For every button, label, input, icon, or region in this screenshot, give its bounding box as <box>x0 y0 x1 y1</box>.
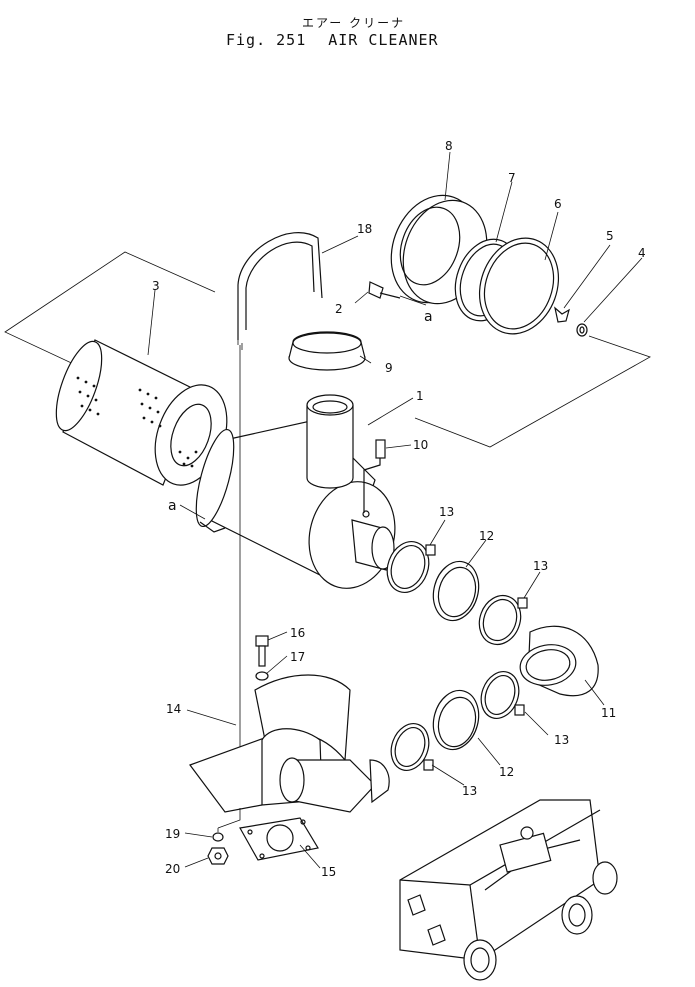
filter-element-bracket <box>4 251 216 389</box>
cover-bracket <box>414 335 651 448</box>
callout-17: 17 <box>290 650 305 664</box>
lower-right-clamp-part <box>480 671 525 719</box>
callout-20: 20 <box>165 862 180 876</box>
bolt-part <box>255 635 269 667</box>
dust-indicator-part <box>363 439 386 513</box>
callout-12-upper: 12 <box>479 529 494 543</box>
callout-a-right: a <box>424 309 433 325</box>
upper-clamp-part <box>386 541 436 593</box>
lower-clamp-part <box>390 723 434 771</box>
figure-title: Fig. 251 AIR CLEANER <box>226 31 439 49</box>
callout-3: 3 <box>152 279 160 293</box>
callout-8: 8 <box>445 139 453 153</box>
upper-hose-part <box>432 560 480 622</box>
lower-hose-part <box>432 689 480 751</box>
elbow-hose-part <box>519 625 599 697</box>
band-part <box>478 237 560 335</box>
callout-2: 2 <box>335 302 343 316</box>
leader-lines <box>147 151 643 869</box>
callout-13-lower-left: 13 <box>462 784 477 798</box>
mounting-bracket-part <box>189 674 390 813</box>
callout-5: 5 <box>606 229 614 243</box>
callout-4: 4 <box>638 246 646 260</box>
callout-a-left: a <box>168 498 177 514</box>
callout-9: 9 <box>385 361 393 375</box>
nut-part <box>207 847 229 865</box>
callout-13-upper-right: 13 <box>533 559 548 573</box>
callout-7: 7 <box>508 171 516 185</box>
callout-1: 1 <box>416 389 424 403</box>
callout-10: 10 <box>413 438 428 452</box>
washer-part <box>576 323 588 337</box>
flange-gasket-part <box>239 817 319 861</box>
diagram-title-japanese: エアー クリーナ <box>302 16 406 30</box>
lock-washer-part <box>212 832 224 842</box>
callout-11: 11 <box>601 706 616 720</box>
callout-13-lower-right: 13 <box>554 733 569 747</box>
spring-washer-part <box>255 671 269 681</box>
compressor-unit-sketch <box>399 799 618 981</box>
callout-18: 18 <box>357 222 372 236</box>
upper-right-clamp-part <box>478 594 528 646</box>
wing-bolt-part <box>368 281 401 299</box>
housing-body-part <box>195 394 396 589</box>
callout-12-lower: 12 <box>499 765 514 779</box>
inner-cap-part <box>288 331 366 371</box>
callout-16: 16 <box>290 626 305 640</box>
callout-6: 6 <box>554 197 562 211</box>
strap-part <box>237 232 323 350</box>
callout-15: 15 <box>321 865 336 879</box>
callout-19: 19 <box>165 827 180 841</box>
figure-name: AIR CLEANER <box>328 31 439 49</box>
wing-nut-part <box>554 306 570 323</box>
figure-number: Fig. 251 <box>226 31 307 49</box>
callout-14: 14 <box>166 702 181 716</box>
callout-13-upper-left: 13 <box>439 505 454 519</box>
